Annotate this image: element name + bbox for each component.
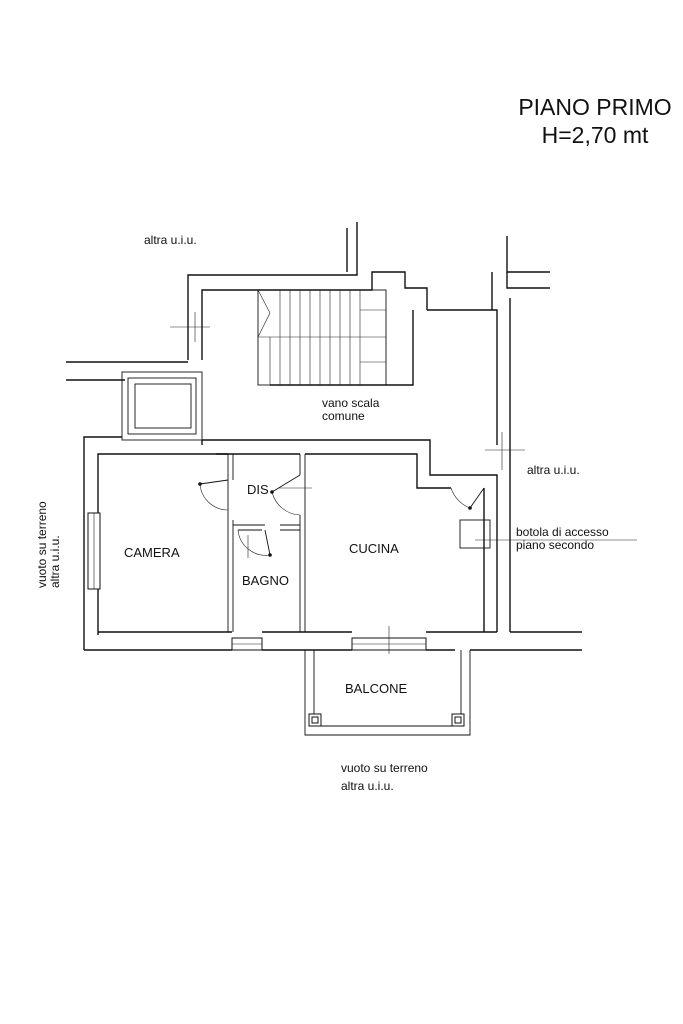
- label-botola-line1: botola di accesso: [516, 525, 609, 539]
- floor-title: PIANO PRIMO H=2,70 mt: [500, 94, 683, 149]
- label-left-vuoto: vuoto su terreno altra u.i.u.: [35, 501, 63, 588]
- room-label-balcone: BALCONE: [345, 681, 408, 696]
- label-vano-scala-line1: vano scala: [322, 396, 380, 410]
- balcony: [304, 650, 471, 736]
- label-botola-line2: piano secondo: [516, 538, 595, 553]
- label-altra-uiu-top: altra u.i.u.: [144, 233, 197, 247]
- cross-markers: [170, 312, 525, 558]
- label-botola: botola di accesso piano secondo: [516, 525, 609, 553]
- label-bottom-line1: vuoto su terreno: [341, 761, 428, 775]
- floor-title-line2: H=2,70 mt: [541, 121, 649, 148]
- room-label-camera: CAMERA: [124, 545, 180, 560]
- botola-hatch: [459, 519, 491, 549]
- doors: [198, 474, 485, 557]
- label-bottom-line2: altra u.i.u.: [341, 779, 394, 794]
- stair-flight: [257, 289, 387, 386]
- label-left-line2: altra u.i.u.: [48, 535, 63, 588]
- label-altra-uiu-right: altra u.i.u.: [527, 463, 580, 477]
- lift-shaft: [121, 371, 203, 441]
- interior-walls: [227, 454, 306, 632]
- label-vano-scala: vano scala comune: [322, 396, 380, 424]
- room-label-dis: DIS: [247, 482, 269, 497]
- label-vano-scala-line2: comune: [322, 409, 365, 424]
- windows: [87, 512, 427, 654]
- room-label-bagno: BAGNO: [242, 573, 289, 588]
- exterior-walls: [66, 222, 582, 651]
- room-label-cucina: CUCINA: [349, 541, 399, 556]
- floor-title-line1: PIANO PRIMO: [518, 94, 672, 120]
- label-bottom-vuoto: vuoto su terreno altra u.i.u.: [341, 761, 428, 794]
